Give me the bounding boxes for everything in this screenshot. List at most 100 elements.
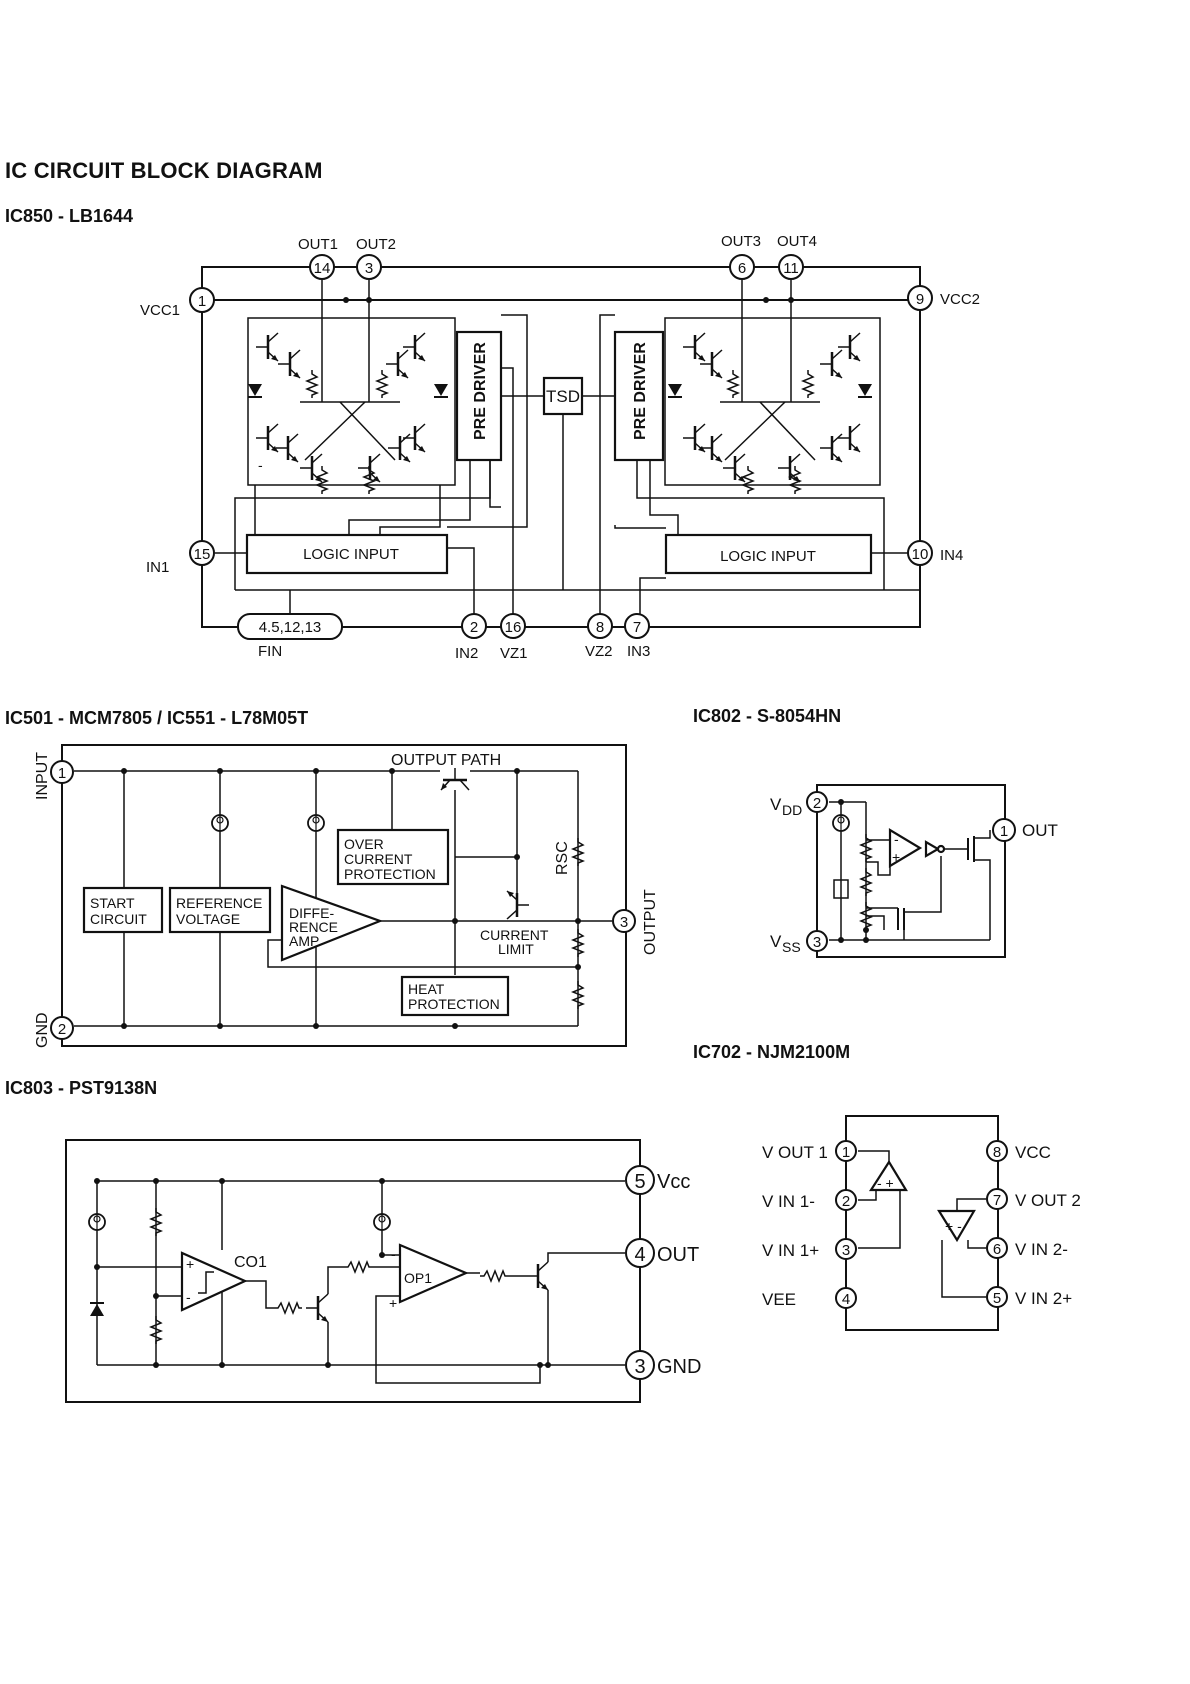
- ic850-pre-driver-left-label: PRE DRIVER: [472, 342, 489, 440]
- ic850-label-in4: IN4: [940, 547, 963, 564]
- ic850-pin-2: [461, 613, 487, 639]
- ic850-label-in2: IN2: [455, 645, 478, 662]
- ic501-over-current-box: [336, 828, 450, 886]
- ic803-pin-3-label: 3: [634, 1356, 645, 1378]
- ic850-pin-15-label: 15: [194, 546, 211, 563]
- ic803-co1-minus: -: [186, 1289, 191, 1305]
- ic850-right-bridge: [664, 280, 881, 495]
- ic702-pin-5-label: 5: [993, 1290, 1001, 1307]
- ic803-title: IC803 - PST9138N: [5, 1078, 158, 1098]
- ic850-label-out2: OUT2: [356, 236, 396, 253]
- page-title: IC CIRCUIT BLOCK DIAGRAM: [5, 158, 323, 183]
- ic702-pin-8-label: 8: [993, 1144, 1001, 1161]
- ic802-comparator: [888, 828, 923, 868]
- ic702-label-vin1-minus: V IN 1-: [762, 1192, 815, 1211]
- ic850-pre-driver-right-label: PRE DRIVER: [632, 342, 649, 440]
- ic501-start-line1: START: [90, 895, 135, 911]
- ic803-label-vcc: Vcc: [657, 1171, 690, 1193]
- ic501-pin-1-label: 1: [58, 765, 66, 782]
- ic501-diff-line2: RENCE: [289, 919, 338, 935]
- ic850-pin-9-label: 9: [916, 291, 924, 308]
- ic702-pin-1-label: 1: [842, 1144, 850, 1161]
- ic802-pin-1: [992, 818, 1016, 842]
- ic702-pin-6: [986, 1237, 1008, 1259]
- ic850-pin-3: [356, 254, 382, 280]
- ic702-pin-3-label: 3: [842, 1242, 850, 1259]
- ic702-pin-5: [986, 1286, 1008, 1308]
- ic850-pin-10-label: 10: [912, 546, 929, 563]
- ic702-label-vout2: V OUT 2: [1015, 1191, 1081, 1210]
- ic802-pin-1-label: 1: [1000, 823, 1008, 840]
- ic850-pin-11-label: 11: [783, 260, 799, 277]
- ic501-diff-amp: [280, 884, 384, 962]
- ic802-pin-3-label: 3: [813, 934, 821, 951]
- ic850-pin-1-label: 1: [198, 293, 206, 310]
- ic702-pin-4-label: 4: [842, 1291, 850, 1308]
- ic702-pin-7-label: 7: [993, 1192, 1001, 1209]
- ic501-pin-3-label: 3: [620, 914, 628, 931]
- ic850-pin-8-label: 8: [596, 619, 604, 636]
- ic501-over-line1: OVER: [344, 836, 384, 852]
- ic850-pin-7-label: 7: [633, 619, 641, 636]
- ic501-ref-line2: VOLTAGE: [176, 911, 240, 927]
- ic850-pin-16: [500, 613, 526, 639]
- ic850-pin-7: [624, 613, 650, 639]
- ic501-pin-2: [50, 1016, 74, 1040]
- ic702-label-vin1-plus: V IN 1+: [762, 1241, 819, 1260]
- ic702-pin-6-label: 6: [993, 1241, 1001, 1258]
- ic850-pin-14-label: 14: [314, 260, 331, 277]
- ic501-ref-line1: REFERENCE: [176, 895, 262, 911]
- ic702-pin-1: [835, 1140, 857, 1162]
- ic850-label-out4: OUT4: [777, 233, 817, 250]
- ic501-diagram: START CIRCUIT REFERENCE VOLTAGE DIFFE- R…: [34, 744, 659, 1048]
- ic802-comparator-minus: -: [894, 831, 899, 847]
- ic803-op1-label: OP1: [404, 1270, 432, 1286]
- ic850-pins: 14 3 6 11 1 9 15 10 4.5,12,13 2 16 8 7: [189, 254, 933, 640]
- ic803-co1-label: CO1: [234, 1254, 267, 1271]
- ic850-label-in3: IN3: [627, 643, 650, 660]
- ic850-logic-input-right-label: LOGIC INPUT: [720, 548, 816, 565]
- ic803-diagram: + - CO1 OP1 - + 5 4 3 Vcc: [65, 1139, 701, 1403]
- ic702-amp-1-pins: - +: [877, 1175, 894, 1191]
- ic850-pin-2-label: 2: [470, 619, 478, 636]
- ic802-comparator-plus: +: [892, 849, 900, 865]
- ic501-current-limit-line1: CURRENT: [480, 927, 549, 943]
- svg-text:-: -: [258, 457, 263, 473]
- ic802-pin-2-label: 2: [813, 795, 821, 812]
- ic501-start-line2: CIRCUIT: [90, 911, 147, 927]
- ic850-pre-driver-right: [613, 330, 665, 462]
- ic850-pre-driver-left: [455, 330, 503, 462]
- ic501-over-line3: PROTECTION: [344, 866, 436, 882]
- ic501-over-line2: CURRENT: [344, 851, 413, 867]
- ic702-amp-2-pins: + -: [945, 1218, 962, 1234]
- ic850-pin-9: [907, 285, 933, 311]
- ic702-label-vin2-minus: V IN 2-: [1015, 1240, 1068, 1259]
- ic702-diagram: - + + - 1 2 3 4 8 7 6 5 V OUT 1 V IN 1- …: [762, 1115, 1081, 1331]
- ic850-tsd-label: TSD: [546, 387, 580, 406]
- ic803-op1-minus: -: [391, 1246, 396, 1262]
- ic501-heat-line1: HEAT: [408, 981, 445, 997]
- ic702-title: IC702 - NJM2100M: [693, 1042, 851, 1062]
- ic501-title: IC501 - MCM7805 / IC551 - L78M05T: [5, 708, 309, 728]
- ic802-out-label: OUT: [1022, 821, 1058, 840]
- ic802-vss-subscript: SS: [782, 939, 801, 955]
- ic501-output-path-label: OUTPUT PATH: [391, 752, 501, 769]
- ic850-label-vcc2: VCC2: [940, 291, 980, 308]
- ic850-pin-3-label: 3: [365, 260, 373, 277]
- ic501-reference-voltage-box: [168, 886, 272, 934]
- ic803-pin-5: [625, 1165, 655, 1195]
- ic802-vdd-label: V: [770, 795, 782, 814]
- ic501-diff-line1: DIFFE-: [289, 905, 334, 921]
- ic850-left-bridge: -: [247, 280, 456, 495]
- ic850-pin-1: [189, 287, 215, 313]
- ic850-logic-input-left-label: LOGIC INPUT: [303, 546, 399, 563]
- ic803-opamp-op1: [398, 1243, 469, 1304]
- ic850-label-out3: OUT3: [721, 233, 761, 250]
- ic850-label-vz1: VZ1: [500, 645, 528, 662]
- ic850-pin-6-label: 6: [738, 260, 746, 277]
- ic803-op1-plus: +: [389, 1295, 397, 1311]
- ic702-pin-4: [835, 1287, 857, 1309]
- ic803-pin-4: [625, 1238, 655, 1268]
- ic850-label-vz2: VZ2: [585, 643, 613, 660]
- ic702-pin-8: [986, 1140, 1008, 1162]
